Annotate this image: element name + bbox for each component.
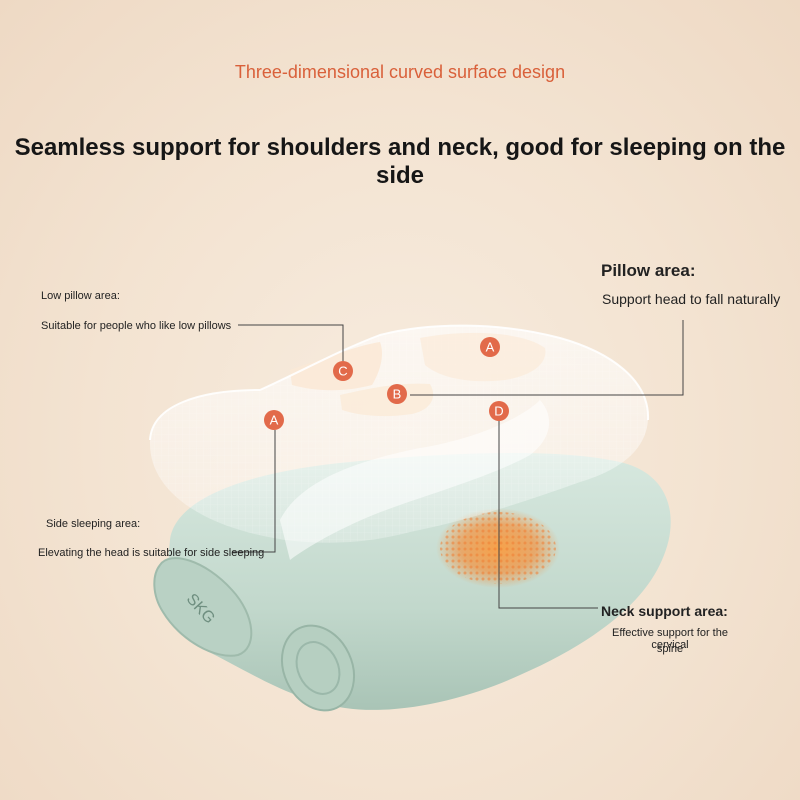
neck-support-desc-line2: spine (656, 643, 684, 655)
neck-support-title: Neck support area: (601, 603, 728, 619)
pillow-area-desc: Support head to fall naturally (602, 291, 781, 307)
neck-support-leader (498, 420, 598, 609)
marker-a-side: A (264, 410, 284, 430)
side-sleeping-title: Side sleeping area: (46, 518, 141, 530)
side-sleeping-leader (232, 430, 276, 553)
marker-d: D (489, 401, 509, 421)
headline: Seamless support for shoulders and neck,… (14, 134, 786, 189)
neck-support-desc-line1: Effective support for the cervical (612, 627, 728, 651)
low-pillow-desc: Suitable for people who like low pillows (41, 320, 232, 332)
pillow-wireframe (149, 324, 650, 560)
pillow-area-title: Pillow area: (601, 261, 696, 280)
marker-b: B (387, 384, 407, 404)
marker-a-side-label: A (270, 413, 279, 428)
low-pillow-title: Low pillow area: (41, 290, 120, 302)
low-pillow-leader (238, 324, 344, 362)
marker-c-label: C (338, 364, 347, 379)
marker-c: C (333, 361, 353, 381)
marker-b-label: B (393, 387, 402, 402)
marker-d-label: D (494, 404, 503, 419)
side-sleeping-desc: Elevating the head is suitable for side … (38, 547, 265, 559)
marker-a-top-label: A (486, 340, 495, 355)
pillow-area-leader (410, 320, 684, 396)
marker-a-top: A (480, 337, 500, 357)
subtitle: Three-dimensional curved surface design (234, 62, 566, 82)
